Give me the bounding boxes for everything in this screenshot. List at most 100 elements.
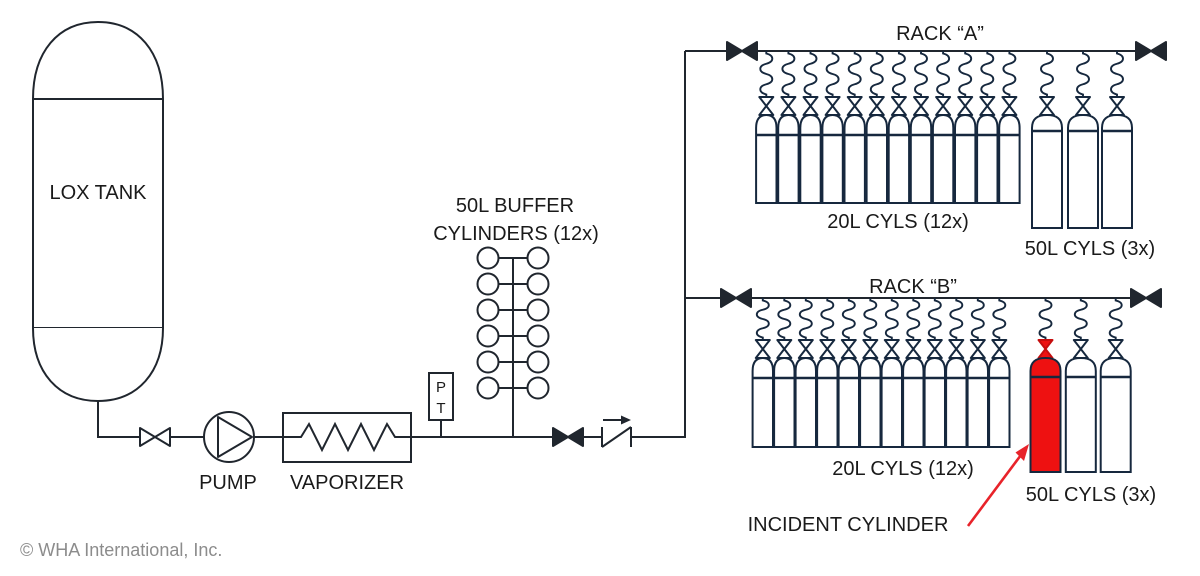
pigtail-hose-icon: [1002, 51, 1017, 97]
tank-bottom-dome: [32, 327, 164, 403]
pigtail-hose-icon: [825, 51, 840, 97]
buffer-cylinder-icon: [476, 272, 500, 296]
pump: PUMP: [199, 411, 257, 494]
gas-cylinder: [821, 113, 844, 204]
pump-triangle-icon: [217, 416, 253, 458]
cylinder-valve-icon: [780, 96, 797, 116]
buffer-cylinder-icon: [476, 376, 500, 400]
check-valve-icon: [601, 426, 632, 448]
lox-tank: LOX TANK: [32, 20, 164, 403]
lox-tank-label: LOX TANK: [49, 182, 147, 204]
cylinder-valve-icon: [862, 339, 879, 359]
instrument-p-label: P: [436, 379, 446, 396]
incident-callout: INCIDENT CYLINDER: [748, 444, 1029, 536]
gas-cylinder: [1101, 113, 1133, 229]
rack-isolation-valve-icon: [726, 41, 758, 61]
cylinder-valve-icon: [935, 96, 952, 116]
pigtail-hose-icon: [914, 51, 928, 97]
pigtail-hose-icon: [949, 298, 964, 340]
cylinder-valve-icon: [797, 339, 814, 359]
gas-cylinder: [887, 113, 911, 204]
incident-arrow-shaft: [966, 454, 1023, 527]
cylinder-valve-icon: [926, 339, 943, 359]
tank-outlet-valve: [139, 427, 171, 447]
instrument-box: [428, 372, 454, 421]
pigtail-hose-icon: [759, 51, 774, 97]
buffer-cylinder-icon: [526, 324, 550, 348]
gas-cylinder: [773, 356, 796, 448]
cylinder-valve-icon: [824, 96, 841, 116]
rack-isolation-valve-icon: [1135, 41, 1167, 61]
incident-arrow-head-icon: [1015, 444, 1029, 461]
buffer-cylinder-icon: [476, 298, 500, 322]
rack-b-50l-label: 50L CYLS (3x): [1026, 484, 1156, 506]
rack-b-20l-label: 20L CYLS (12x): [832, 458, 974, 480]
gas-cylinder: [909, 113, 933, 204]
cylinder-valve-icon: [969, 339, 986, 359]
buffer-cylinder-icon: [526, 246, 550, 270]
cylinder-valve-icon: [890, 96, 907, 116]
gas-cylinder: [988, 356, 1011, 448]
cylinder-valve-icon: [758, 96, 775, 116]
cylinder-valve-icon: [905, 339, 922, 359]
rack-a-20l-label: 20L CYLS (12x): [827, 211, 969, 233]
flow-arrow-head-icon: [621, 415, 631, 425]
cylinder-valve-icon: [802, 96, 819, 116]
pigtail-hose-icon: [777, 298, 792, 340]
rack-a-title: RACK “A”: [896, 23, 984, 45]
rack-b: RACK “B” 20L CYLS (12x) 50L CYLS (3x): [720, 276, 1162, 506]
gas-cylinder: [976, 113, 999, 204]
pigtail-hose-icon: [980, 51, 995, 97]
gas-cylinder: [1067, 113, 1099, 229]
main-riser-pipe: [631, 51, 686, 438]
vaporizer-label: VAPORIZER: [290, 472, 404, 494]
gas-cylinder: [931, 113, 955, 204]
pigtail-hose-icon: [755, 298, 770, 340]
buffer-cylinder-icon: [476, 246, 500, 270]
buffer-cylinder-icon: [526, 350, 550, 374]
cylinder-valve-icon: [1109, 96, 1125, 116]
gas-cylinder: [859, 356, 882, 448]
incident-cylinder-label: INCIDENT CYLINDER: [748, 514, 949, 536]
cylinder-valve-icon: [957, 96, 974, 116]
gas-cylinder: [777, 113, 800, 204]
gas-cylinder: [837, 356, 860, 448]
pigtail-hose-icon: [798, 298, 813, 340]
pigtail-hose-icon: [820, 298, 835, 340]
pigtail-hose-icon: [841, 298, 856, 340]
pigtail-hose-icon: [847, 51, 862, 97]
pigtail-hose-icon: [1110, 51, 1124, 97]
gas-cylinder: [755, 113, 778, 204]
check-valve: [601, 415, 632, 448]
cylinder-valve-icon: [846, 96, 863, 116]
cylinder-valve-icon: [1039, 96, 1055, 116]
pigtail-hose-icon: [958, 51, 973, 97]
pigtail-hose-icon: [992, 298, 1007, 340]
pigtail-hose-icon: [803, 51, 818, 97]
gas-cylinder: [794, 356, 817, 448]
cylinder-valve-icon: [1107, 339, 1124, 359]
cylinder-valve-icon: [1001, 96, 1018, 116]
cylinder-valve-icon: [754, 339, 771, 359]
buffer-cylinder-icon: [476, 324, 500, 348]
gas-cylinder: [816, 356, 839, 448]
gas-cylinder: [1064, 356, 1097, 473]
pigtail-hose-icon: [869, 51, 884, 97]
gas-cylinder: [945, 356, 968, 448]
rack-isolation-valve-icon: [720, 288, 752, 308]
gas-cylinder: [880, 356, 903, 448]
pigtail-hose-icon: [1108, 298, 1123, 340]
gas-cylinder: [923, 356, 946, 448]
pigtail-hose-icon: [927, 298, 942, 340]
buffer-cylinder-manifold: 50L BUFFER CYLINDERS (12x): [433, 195, 599, 437]
vaporizer: VAPORIZER: [282, 412, 412, 494]
buffer-title-line2: CYLINDERS (12x): [433, 223, 599, 245]
buffer-outlet-valve: [552, 427, 584, 447]
pigtail-hose-icon: [906, 298, 921, 340]
cylinder-valve-icon: [776, 339, 793, 359]
pigtail-hose-icon: [863, 298, 878, 340]
gas-cylinder: [1099, 356, 1132, 473]
vaporizer-coil-icon: [283, 421, 411, 453]
rack-isolation-valve-icon: [1130, 288, 1162, 308]
